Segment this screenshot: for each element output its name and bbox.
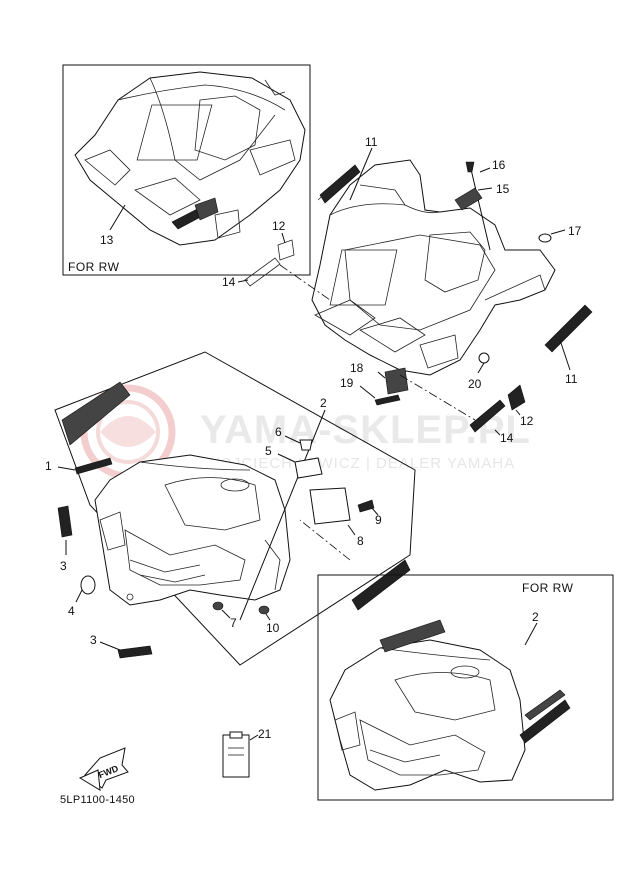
- part-9: [357, 499, 375, 513]
- callout-5: 5: [265, 444, 272, 458]
- callout-2: 2: [320, 396, 327, 410]
- callout-14-right: 14: [500, 431, 514, 445]
- part-18-19-20: [359, 352, 490, 406]
- callout-6: 6: [275, 425, 282, 439]
- part-12-14-right: [469, 384, 526, 433]
- callout-11-right: 11: [565, 372, 578, 386]
- callout-17: 17: [568, 224, 582, 238]
- watermark-dealer: WOJCIECH LEWICZ | DEALER YAMAHA: [205, 455, 515, 472]
- box-frame: [317, 574, 614, 801]
- decal-front-right: [351, 559, 411, 611]
- callout-12-right: 12: [520, 414, 534, 428]
- callout-10: 10: [266, 621, 280, 635]
- fwd-arrow: FWD: [78, 747, 129, 791]
- box-label: FOR RW: [522, 581, 574, 595]
- part-3-lower: [117, 645, 153, 659]
- callout-12-left: 12: [272, 219, 286, 233]
- callout-11-top: 11: [365, 135, 378, 149]
- watermark-brand: YAMA-SKLEP.PL: [200, 408, 531, 452]
- front-fender-assembly: [54, 351, 416, 666]
- part-21: [222, 731, 250, 778]
- callout-4: 4: [68, 604, 75, 618]
- callout-1: 1: [45, 459, 52, 473]
- callout-3-lower: 3: [90, 633, 97, 647]
- part-3-upper: [57, 505, 73, 538]
- box-for-rw-bottom: FOR RW 2: [317, 574, 614, 801]
- part-16-15: [454, 161, 493, 251]
- callout-16: 16: [492, 158, 506, 172]
- callout-14-left: 14: [222, 275, 236, 289]
- part-10: [258, 605, 270, 615]
- callout-9: 9: [375, 513, 382, 527]
- callout-3-upper: 3: [60, 559, 67, 573]
- diagram-code: 5LP1100-1450: [60, 794, 135, 806]
- part-6: [299, 439, 313, 451]
- part-17: [538, 229, 566, 243]
- callout-21: 21: [258, 727, 272, 741]
- box-frame: [62, 64, 311, 276]
- callout-13: 13: [100, 233, 114, 247]
- watermark: YAMA-SKLEP.PL WOJCIECH LEWICZ | DEALER Y…: [80, 384, 531, 480]
- callout-2-rw: 2: [532, 610, 539, 624]
- part-4: [80, 575, 96, 595]
- front-fender-rw: [329, 619, 571, 791]
- callout-20: 20: [468, 377, 482, 391]
- box-for-rw-top: FOR RW 13: [62, 64, 311, 276]
- callout-19: 19: [340, 376, 354, 390]
- part-12-14-left: [244, 239, 295, 287]
- box-label: FOR RW: [68, 260, 120, 274]
- callout-15: 15: [496, 182, 510, 196]
- rear-fender-assembly: [311, 159, 593, 376]
- callout-8: 8: [357, 534, 364, 548]
- callout-18: 18: [350, 361, 364, 375]
- rear-fender-rw: [74, 71, 306, 246]
- part-8: [309, 487, 351, 525]
- part-7: [212, 601, 224, 611]
- callout-7: 7: [230, 616, 237, 630]
- part-1: [74, 457, 113, 475]
- part-5: [294, 457, 323, 479]
